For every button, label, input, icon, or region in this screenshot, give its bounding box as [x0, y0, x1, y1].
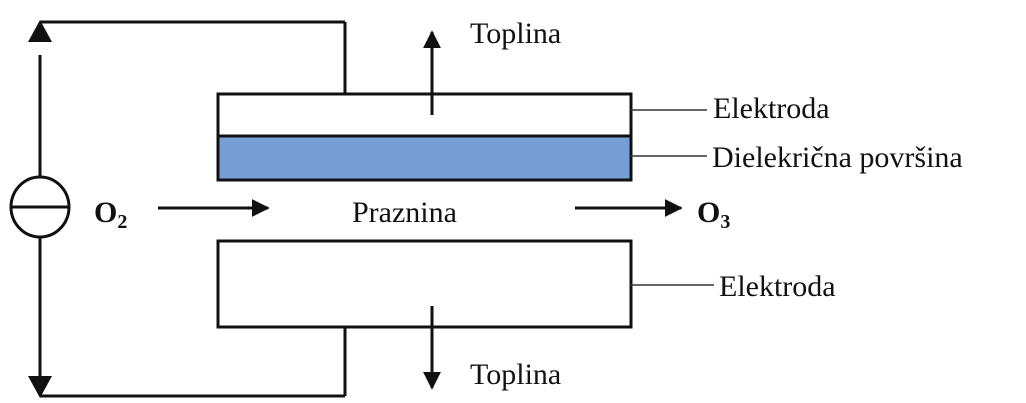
- label-gap: Praznina: [352, 196, 457, 229]
- circuit-wire: [28, 20, 347, 398]
- label-dielectric: Dielekrična površina: [712, 141, 963, 174]
- dielectric-layer: [216, 134, 633, 182]
- arrowhead-up-icon: [28, 20, 52, 42]
- top-electrode: [216, 92, 633, 138]
- label-bottom-electrode: Elektroda: [719, 270, 836, 303]
- arrowhead-down-icon: [28, 376, 52, 398]
- label-inlet-gas: O2: [94, 196, 127, 233]
- label-top-electrode: Elektroda: [713, 92, 830, 125]
- label-heat-bottom: Toplina: [470, 358, 561, 391]
- bottom-electrode: [216, 239, 633, 329]
- label-heat-top: Toplina: [470, 17, 561, 50]
- ac-source-icon: [9, 175, 71, 239]
- label-outlet-gas: O3: [697, 196, 730, 233]
